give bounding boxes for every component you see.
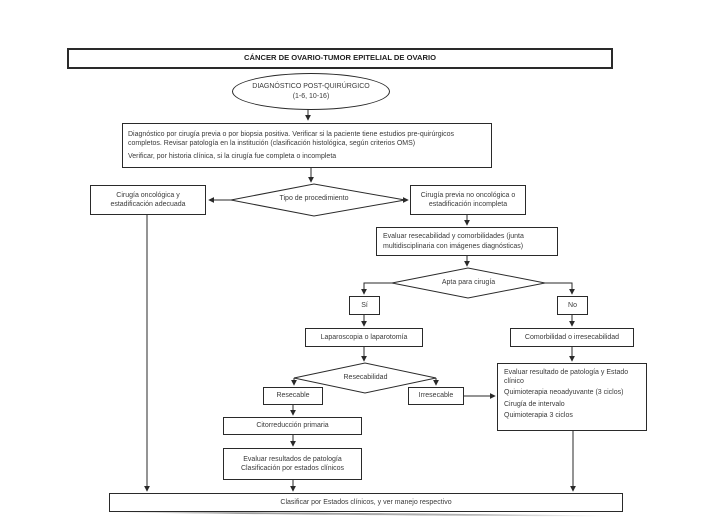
tratamiento-line3: Cirugía de intervalo (504, 400, 565, 408)
info-line1: Diagnóstico por cirugía previa o por bio… (128, 131, 455, 148)
start-node-diagnostico: DIAGNÓSTICO POST-QUIRÚRGICO (1-6, 10-16) (232, 73, 390, 110)
evaluar-resultados-line2: Clasificación por estados clínicos (240, 465, 345, 472)
connector-apta-si (361, 282, 392, 295)
node-si: Sí (349, 296, 380, 315)
tratamiento-line4: Quimioterapia 3 ciclos (504, 411, 573, 419)
tratamiento-line2: Quimioterapia neoadyuvante (3 ciclos) (504, 389, 624, 397)
connector-apta-no (545, 282, 575, 295)
evaluar-resultados-line1: Evaluar resultados de patología (243, 455, 342, 463)
tratamiento-line1: Evaluar resultado de patología y Estado … (504, 369, 629, 386)
node-comorbilidad: Comorbilidad o irresecabilidad (510, 328, 634, 347)
decision-apta-shape (391, 267, 546, 299)
node-irresecable: Irresecable (408, 387, 464, 405)
node-cirugia-oncologica: Cirugía oncológica y estadificación adec… (90, 185, 206, 215)
start-node-line1: DIAGNÓSTICO POST-QUIRÚRGICO (252, 83, 370, 91)
node-no: No (557, 296, 588, 315)
node-evaluar-resultados: Evaluar resultados de patología Clasific… (223, 448, 362, 480)
node-citorreduccion: Citorreducción primaria (223, 417, 362, 435)
decision-resecabilidad-shape (293, 362, 437, 394)
node-resecable: Resecable (263, 387, 323, 405)
node-cirugia-previa: Cirugía previa no oncológica o estadific… (410, 185, 526, 215)
node-evaluar-resecabilidad: Evaluar resecabilidad y comorbilidades (… (376, 227, 558, 256)
decision-tipo-shape (230, 183, 406, 217)
flowchart-title-box: CÁNCER DE OVARIO-TUMOR EPITELIAL DE OVAR… (67, 48, 613, 69)
start-node-line2: (1-6, 10-16) (292, 92, 330, 100)
node-tratamiento-neoadyuvante: Evaluar resultado de patología y Estado … (497, 363, 647, 431)
flowchart-title: CÁNCER DE OVARIO-TUMOR EPITELIAL DE OVAR… (244, 53, 436, 63)
info-line2: Verificar, por historia clínica, si la c… (128, 152, 337, 160)
node-laparoscopia: Laparoscopia o laparotomía (305, 328, 423, 347)
node-diagnostico-info: Diagnóstico por cirugía previa o por bio… (122, 123, 492, 168)
node-clasificar-final: Clasificar por Estados clínicos, y ver m… (109, 493, 623, 512)
